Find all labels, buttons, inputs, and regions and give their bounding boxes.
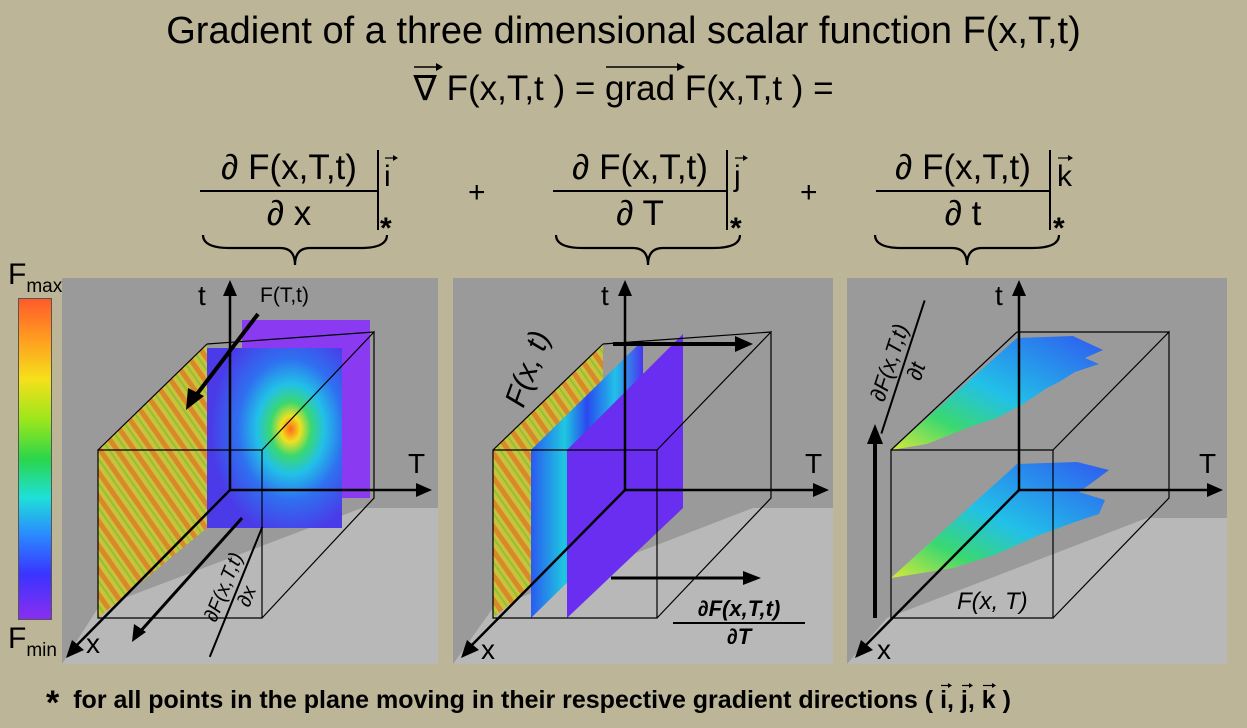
panel-1-graphic (62, 280, 438, 664)
front-striped-plane (98, 344, 207, 618)
footer-close: ) (1002, 686, 1011, 714)
plus-sign: + (800, 176, 818, 209)
vector-arrow-icon (735, 155, 748, 161)
gradient-lhs: F(x,T,t ) = (446, 69, 596, 108)
floor-plane (453, 508, 833, 664)
brace-icon (873, 234, 1061, 266)
unit-vector-i: i (940, 683, 953, 715)
colorbar-max-label: Fmax (8, 258, 63, 297)
term-numerator: ∂ F(x,T,t) (572, 148, 708, 187)
term-denominator: ∂ t (944, 194, 982, 233)
footer-text: for all points in the plane moving in th… (73, 686, 934, 714)
term-denominator: ∂ T (616, 194, 664, 233)
gradient-rhs: F(x,T,t ) = (684, 69, 834, 108)
term-denominator: ∂ x (266, 194, 312, 233)
asterisk-marker: * (46, 684, 60, 722)
panel-partial-x: t F(T,t) T x ∂F(x,T,t) ∂x (62, 278, 438, 664)
colorbar (18, 298, 52, 620)
unit-vector-k: k (982, 683, 996, 715)
brace-icon (201, 234, 389, 266)
page-title: Gradient of a three dimensional scalar f… (166, 10, 1081, 52)
panel-partial-t: t ∂F(x,T,t) ∂t T x F(x, T) (847, 278, 1227, 664)
partial-derivative-T: ∂ F(x,T,t) ∂ T (553, 148, 727, 234)
panel-partial-T: t F(x, t) T x ∂F(x,T,t) ∂T (453, 278, 833, 664)
vector-arrow-icon (414, 63, 444, 71)
axis-label-T: T (805, 448, 823, 479)
vector-arrow-icon (1058, 155, 1073, 161)
axis-label-T: T (1199, 448, 1217, 479)
asterisk-marker: * (730, 212, 742, 245)
derivative-label: ∂F(x,T,t) ∂T (673, 596, 805, 650)
partial-derivative-t: ∂ F(x,T,t) ∂ t (876, 148, 1050, 234)
plus-sign: + (468, 176, 486, 209)
evaluation-bar (726, 150, 728, 230)
evaluation-bar (1049, 150, 1051, 230)
axis-label-t: t (198, 280, 206, 311)
gradient-plane (207, 348, 342, 528)
evaluation-bar (377, 150, 379, 230)
fraction-bar (553, 190, 727, 192)
grad-operator: grad (605, 63, 686, 110)
unit-vector-j: j (961, 683, 973, 715)
term-numerator: ∂ F(x,T,t) (221, 148, 357, 187)
term-numerator: ∂ F(x,T,t) (895, 148, 1031, 187)
axis-label-t: t (995, 280, 1003, 311)
vector-arrow-icon (982, 683, 996, 688)
fraction-bar (200, 190, 378, 192)
vector-arrow-icon (606, 63, 686, 71)
panel-2-graphic (453, 280, 833, 664)
axis-label-x: x (481, 634, 495, 664)
vector-arrow-icon (941, 683, 953, 688)
unit-vector-j: j (734, 155, 748, 194)
upper-derivative-surface (891, 336, 1103, 450)
brace-icon (554, 234, 742, 266)
axis-label-x: x (86, 628, 100, 659)
axis-label-T: T (408, 448, 426, 479)
axis-label-x: x (877, 634, 891, 664)
fraction-bar (876, 190, 1050, 192)
nabla-symbol: ∇ (413, 69, 437, 108)
colorbar-min-label: Fmin (8, 622, 57, 661)
panel-3-graphic (847, 280, 1227, 664)
floor-plane (847, 518, 1227, 664)
partial-derivative-x: ∂ F(x,T,t) ∂ x (200, 148, 378, 234)
gradient-definition: ∇ F(x,T,t ) = grad F(x,T,t ) = (0, 63, 1247, 110)
footer-note: * for all points in the plane moving in t… (46, 683, 1011, 722)
axis-label-t: t (601, 280, 609, 311)
vector-arrow-icon (961, 683, 973, 688)
unit-vector-i: i (384, 155, 398, 194)
surface-label: F(x, T) (957, 588, 1028, 615)
unit-vector-k: k (1057, 155, 1073, 194)
asterisk-marker: * (380, 212, 392, 245)
asterisk-marker: * (1053, 212, 1065, 245)
grad-word: grad (605, 69, 676, 108)
vector-arrow-icon (385, 155, 398, 161)
surface-label: F(T,t) (260, 284, 309, 307)
floor-plane (62, 508, 438, 664)
nabla-operator: ∇ (413, 63, 444, 110)
